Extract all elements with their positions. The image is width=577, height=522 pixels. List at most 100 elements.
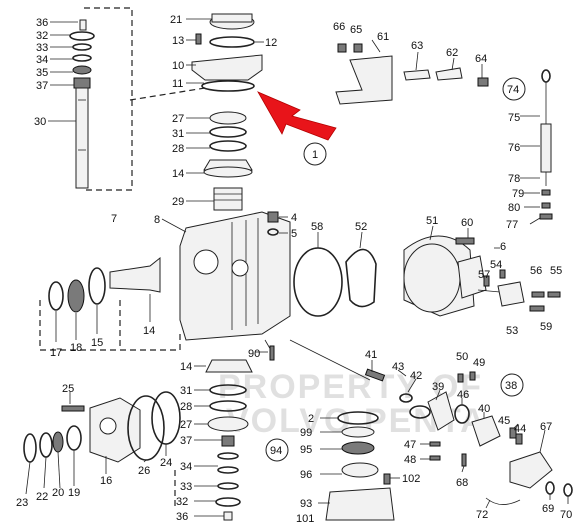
label-93: 93	[300, 498, 312, 510]
label-69: 69	[542, 503, 554, 515]
label-67: 67	[540, 421, 552, 433]
label-14-top: 14	[172, 168, 184, 180]
label-33: 33	[36, 42, 48, 54]
label-96: 96	[300, 469, 312, 481]
part-37-shape	[73, 77, 91, 89]
part-47-shape	[429, 441, 441, 447]
label-46: 46	[457, 389, 469, 401]
label-27-lower: 27	[180, 419, 192, 431]
label-38: 38	[505, 380, 517, 392]
part-48-shape	[429, 455, 441, 461]
part-27-top-shape	[209, 111, 247, 125]
part-27-lower-shape	[207, 416, 249, 432]
label-26: 26	[138, 465, 150, 477]
part-76-shape	[540, 123, 552, 173]
part-61-shape	[335, 55, 393, 105]
callout-labels: 36 32 33 34 35 37 30 7 21 13 12 10 11 1 …	[16, 14, 572, 522]
part-79-shape	[541, 189, 551, 196]
label-90: 90	[248, 348, 260, 360]
part-35-shape	[72, 65, 92, 75]
part-45-shape	[509, 427, 517, 439]
label-12: 12	[265, 37, 277, 49]
part-23-shape	[23, 433, 37, 463]
label-6: 6	[500, 241, 506, 253]
part-62-shape	[435, 67, 463, 81]
label-79: 79	[512, 188, 524, 200]
part-102-shape	[383, 473, 391, 485]
label-39: 39	[432, 381, 444, 393]
label-2: 2	[308, 413, 314, 425]
part-57-shape	[483, 275, 490, 287]
label-52: 52	[355, 221, 367, 233]
part-12-shape	[209, 36, 255, 48]
part-28-top-shape	[209, 140, 247, 152]
label-18: 18	[70, 342, 82, 354]
part-11-shape	[201, 80, 255, 92]
label-32-top: 32	[36, 30, 48, 42]
group-outline-shaft	[84, 7, 133, 191]
part-90-shape	[269, 345, 275, 361]
label-55: 55	[550, 265, 562, 277]
leader-lines	[25, 18, 569, 517]
part-20-shape	[52, 431, 64, 453]
part-60-shape	[455, 237, 475, 245]
callout-circle-74	[502, 77, 526, 101]
part-29-shape	[213, 187, 243, 211]
label-5: 5	[291, 228, 297, 240]
label-34-lower: 34	[180, 461, 192, 473]
label-40: 40	[478, 403, 490, 415]
label-14-pinion: 14	[143, 325, 155, 337]
label-7: 7	[111, 213, 117, 225]
part-54-shape	[499, 269, 506, 279]
label-65: 65	[350, 24, 362, 36]
label-70: 70	[560, 509, 572, 521]
label-99: 99	[300, 427, 312, 439]
label-61: 61	[377, 31, 389, 43]
label-78: 78	[508, 173, 520, 185]
part-93-shape	[325, 487, 395, 521]
part-40-shape	[471, 415, 501, 447]
label-47: 47	[404, 439, 416, 451]
label-59: 59	[540, 321, 552, 333]
part-30-shape	[75, 87, 89, 189]
label-64: 64	[475, 53, 487, 65]
part-25-shape	[61, 405, 85, 412]
label-75: 75	[508, 112, 520, 124]
label-63: 63	[411, 40, 423, 52]
label-27-top: 27	[172, 113, 184, 125]
label-10: 10	[172, 60, 184, 72]
part-33-shape	[72, 43, 92, 51]
label-32-lower: 32	[176, 496, 188, 508]
part-15-shape	[88, 267, 106, 305]
part-56-shape	[531, 291, 545, 298]
part-72-shape	[485, 497, 521, 505]
label-29: 29	[172, 196, 184, 208]
label-50: 50	[456, 351, 468, 363]
label-62: 62	[446, 47, 458, 59]
label-56: 56	[530, 265, 542, 277]
part-95-shape	[341, 441, 375, 455]
label-43: 43	[392, 361, 404, 373]
callout-circle-38	[500, 373, 524, 397]
label-102: 102	[402, 473, 420, 485]
part-18-shape	[67, 279, 85, 313]
label-66: 66	[333, 21, 345, 33]
part-34-shape	[72, 54, 92, 62]
label-31-top: 31	[172, 128, 184, 140]
part-32-shape	[69, 31, 95, 41]
part-36-shape	[79, 19, 87, 31]
part-49-shape	[469, 371, 476, 381]
label-28-lower: 28	[180, 401, 192, 413]
group-connector-top	[129, 87, 206, 101]
part-96-shape	[341, 462, 379, 478]
label-94: 94	[270, 445, 282, 457]
label-20: 20	[52, 487, 64, 499]
label-45: 45	[498, 415, 510, 427]
label-42: 42	[410, 370, 422, 382]
label-48: 48	[404, 454, 416, 466]
label-24: 24	[160, 457, 172, 469]
label-28-top: 28	[172, 143, 184, 155]
label-34-top: 34	[36, 54, 48, 66]
